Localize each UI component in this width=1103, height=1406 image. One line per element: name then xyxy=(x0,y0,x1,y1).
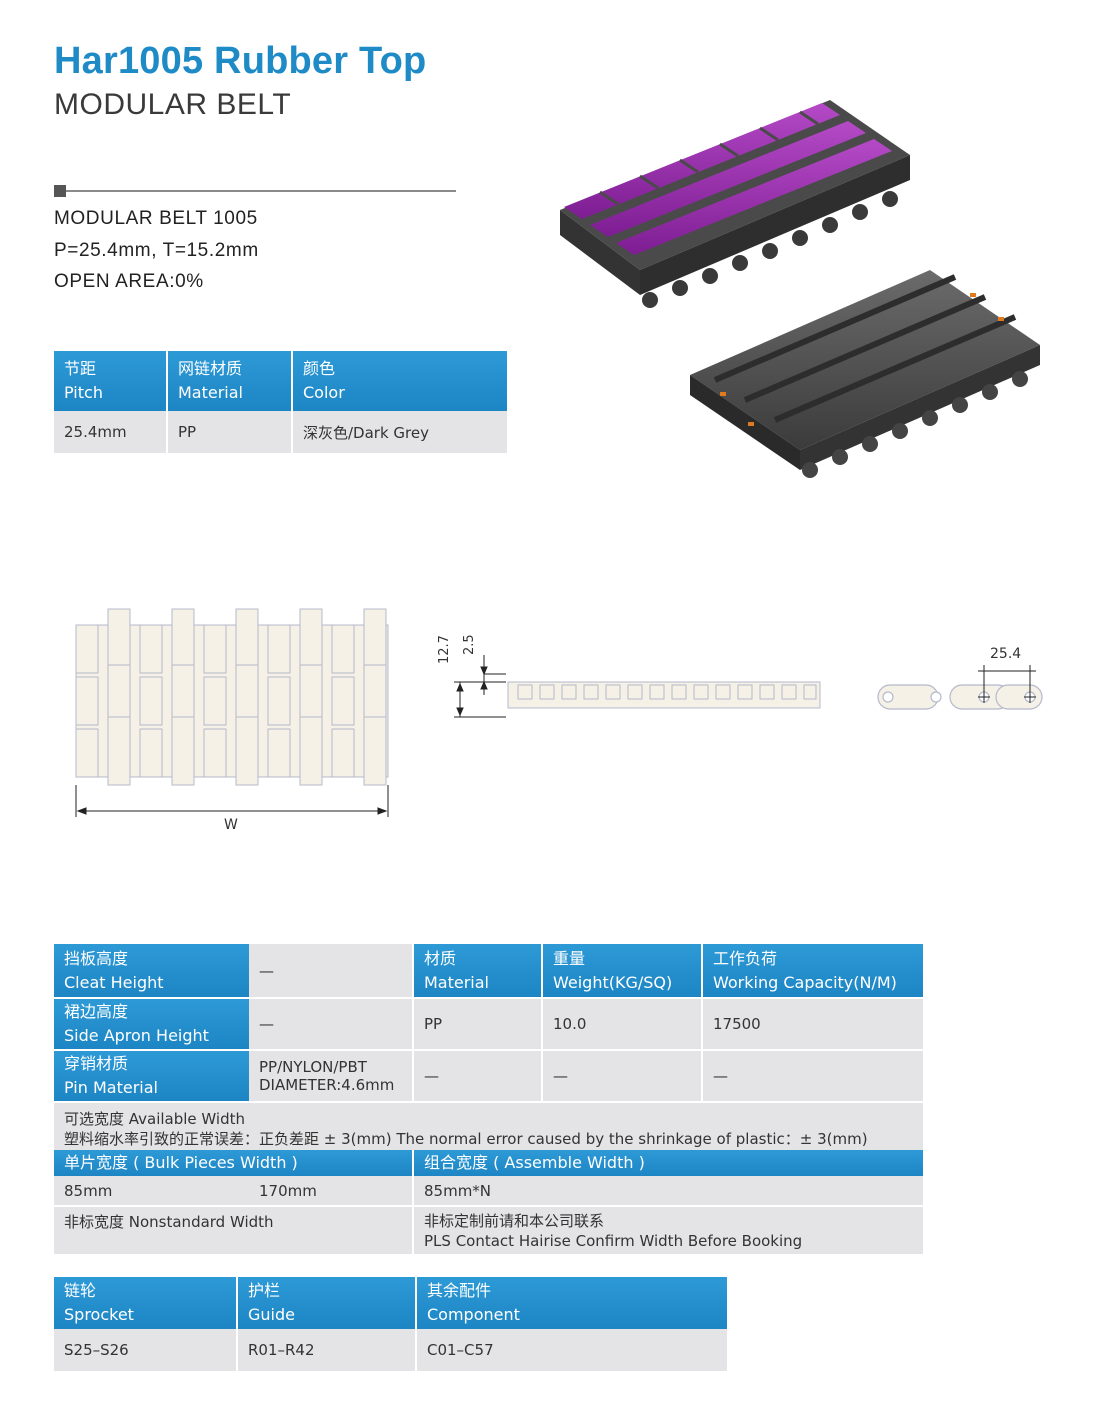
page-title: Har1005 Rubber Top xyxy=(54,40,427,82)
belt-illustration xyxy=(560,100,1040,478)
cell-cleat-height: — xyxy=(249,944,414,999)
header-assemble-width: 组合宽度 ( Assemble Width ) xyxy=(413,1150,923,1176)
cell-contact-note: 非标定制前请和本公司联系 PLS Contact Hairise Confirm… xyxy=(413,1206,923,1254)
spec-pitch-thickness: P=25.4mm, T=15.2mm xyxy=(54,240,259,261)
spec-open-area: OPEN AREA:0% xyxy=(54,271,204,292)
dim-25-4-label: 25.4 xyxy=(990,646,1022,662)
cell-material: PP xyxy=(167,411,293,453)
cell-color: 深灰色/Dark Grey xyxy=(292,411,507,453)
page-subtitle: MODULAR BELT xyxy=(54,88,292,121)
technical-drawing xyxy=(75,608,1043,817)
bottom-side-belt xyxy=(690,270,1040,478)
cell-bulk-85: 85mm xyxy=(54,1176,249,1207)
cell-material-empty: — xyxy=(413,1050,543,1103)
belt-top-view xyxy=(75,608,389,786)
belt-side-view xyxy=(507,681,821,709)
cell-weight-value: 10.0 xyxy=(542,998,703,1051)
divider-marker xyxy=(54,185,66,197)
cell-assemble: 85mm*N xyxy=(413,1176,923,1207)
divider-line xyxy=(66,190,456,192)
spec-model: MODULAR BELT 1005 xyxy=(54,208,258,229)
cell-capacity-empty: — xyxy=(702,1050,923,1103)
cell-guide: R01–R42 xyxy=(237,1329,417,1371)
available-width-note: 可选宽度 Available Width 塑料缩水率引致的正常误差：正负差距 ±… xyxy=(54,1102,923,1150)
cell-weight-empty: — xyxy=(542,1050,703,1103)
header-bulk-pieces-width: 单片宽度 ( Bulk Pieces Width ) xyxy=(54,1150,414,1176)
cell-capacity-value: 17500 xyxy=(702,998,923,1051)
height-dimensions xyxy=(454,655,506,718)
cell-bulk-170: 170mm xyxy=(249,1176,414,1207)
cell-pitch: 25.4mm xyxy=(54,411,168,453)
cell-material-value: PP xyxy=(413,998,543,1051)
cell-sprocket: S25–S26 xyxy=(54,1329,238,1371)
pitch-dimension xyxy=(978,665,1036,703)
rubber-top-belt xyxy=(560,100,910,308)
cell-side-apron-height: — xyxy=(249,998,414,1051)
width-dimension xyxy=(75,785,389,817)
cell-component: C01–C57 xyxy=(416,1329,727,1371)
link-profile xyxy=(877,684,1043,710)
dim-2-5-label: 2.5 xyxy=(462,634,477,655)
dim-12-7-label: 12.7 xyxy=(437,635,452,664)
width-label: W xyxy=(224,817,238,833)
cell-nonstandard-width: 非标宽度 Nonstandard Width xyxy=(54,1206,414,1254)
